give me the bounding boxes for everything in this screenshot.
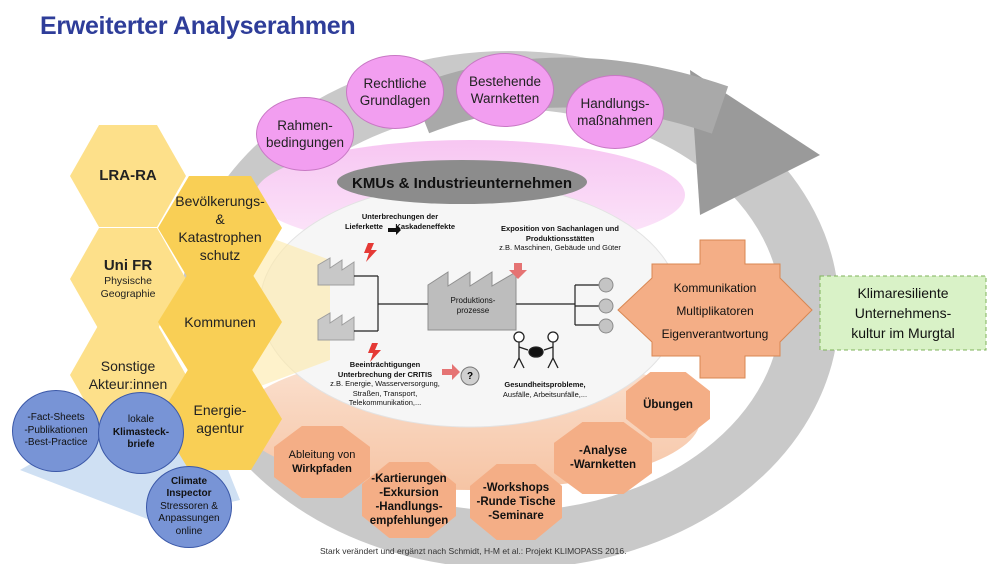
core-label: KMUs & Industrieunternehmen xyxy=(351,174,573,192)
text-produktionsprozesse: Produktions-prozesse xyxy=(450,296,496,315)
process-lines xyxy=(354,275,600,332)
framework-rahmenbedingungen: Rahmen-bedingungen xyxy=(256,97,354,171)
text-beeintraechtigungen: Beeinträchtigungen Unterbrechung der CRI… xyxy=(330,360,440,407)
health-people-icon xyxy=(513,331,559,369)
output-node-1 xyxy=(598,277,614,293)
question-mark: ? xyxy=(466,370,474,382)
lightning-icon-2 xyxy=(368,343,381,362)
output-factsheets: -Fact-Sheets-Publikationen-Best-Practice xyxy=(12,390,100,472)
method-analyse: -Analyse-Warnketten xyxy=(554,422,652,494)
method-uebungen: Übungen xyxy=(626,372,710,438)
method-workshops: -Workshops-Runde Tische-Seminare xyxy=(470,464,562,540)
page-title: Erweiterter Analyserahmen xyxy=(40,12,356,40)
core-ellipse xyxy=(337,160,587,204)
output-node-2 xyxy=(598,298,614,314)
question-circle xyxy=(460,366,480,386)
output-node-3 xyxy=(598,318,614,334)
text-exposition: Exposition von Sachanlagen und Produktio… xyxy=(499,224,621,252)
kaskade-arrow xyxy=(388,225,401,235)
text-unterbrechungen: Unterbrechungen der Lieferkette Kaskaden… xyxy=(344,212,456,231)
actor-wedge xyxy=(250,230,330,390)
cycle-arrow-head xyxy=(690,70,820,215)
red-arrow-right xyxy=(442,364,460,380)
communication-arrow xyxy=(617,239,813,379)
factory-top-icon xyxy=(317,257,355,286)
text-gesundheitsprobleme: Gesundheitsprobleme, Ausfälle, Arbeitsun… xyxy=(502,380,588,399)
factory-bottom-icon xyxy=(317,312,355,341)
production-factory-icon xyxy=(427,271,517,331)
lightning-icon-1 xyxy=(364,243,377,262)
method-kartierungen: -Kartierungen-Exkursion-Handlungs-empfeh… xyxy=(362,462,456,538)
result-box xyxy=(819,275,987,351)
framework-handlungsmassnahmen: Handlungs-maßnahmen xyxy=(566,75,664,149)
source-citation: Stark verändert und ergänzt nach Schmidt… xyxy=(320,546,627,556)
red-arrow-down xyxy=(509,263,527,279)
